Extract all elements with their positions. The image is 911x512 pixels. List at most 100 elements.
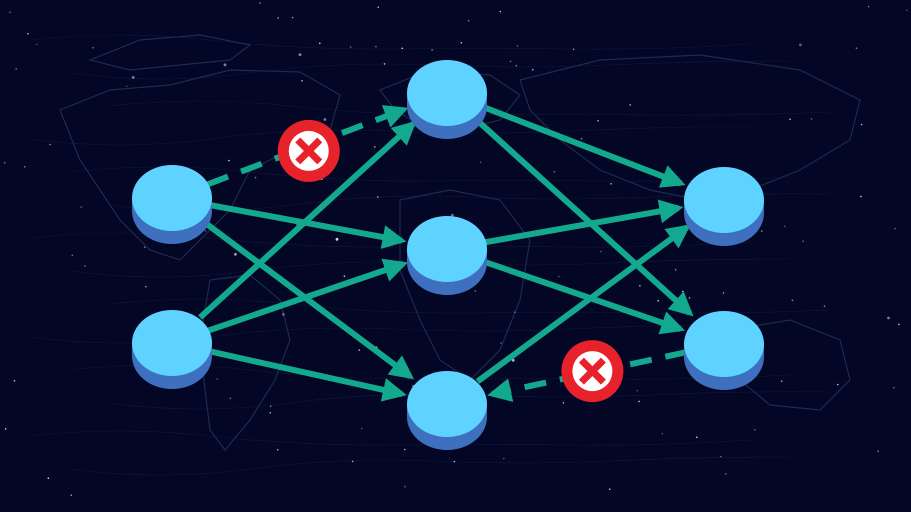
star — [837, 383, 839, 386]
star — [720, 455, 722, 458]
star — [467, 20, 470, 22]
star — [789, 118, 791, 121]
star — [725, 473, 727, 475]
star — [688, 297, 691, 299]
star — [27, 32, 29, 35]
dropout-marker-layer — [277, 119, 624, 403]
star — [515, 64, 518, 67]
circle-node-icon — [132, 165, 212, 231]
star — [374, 146, 376, 148]
star — [377, 6, 380, 9]
star — [404, 448, 406, 451]
star — [516, 45, 519, 47]
circle-node-icon — [407, 216, 487, 282]
node-layer — [132, 60, 764, 450]
star — [479, 161, 482, 164]
connection-layer — [198, 103, 694, 402]
star — [259, 2, 261, 4]
circle-node-icon — [684, 167, 764, 233]
star — [49, 143, 51, 146]
star — [319, 42, 321, 45]
star — [3, 162, 6, 164]
star — [335, 237, 339, 241]
node-out-2 — [684, 311, 764, 390]
star — [349, 46, 352, 48]
star — [229, 397, 232, 400]
star — [269, 405, 272, 408]
star — [92, 46, 94, 49]
star — [791, 299, 794, 302]
star — [383, 63, 386, 65]
connection-arrow — [206, 258, 409, 334]
star — [893, 386, 895, 389]
star — [254, 176, 257, 179]
star — [499, 10, 502, 13]
star — [80, 206, 82, 208]
star — [71, 254, 74, 257]
star — [562, 402, 565, 404]
star — [855, 47, 858, 49]
node-out-1 — [684, 167, 764, 246]
map-grid-line — [69, 456, 791, 476]
star — [511, 358, 515, 362]
star — [670, 173, 673, 175]
star — [4, 428, 7, 430]
star — [9, 11, 11, 13]
star — [860, 195, 862, 198]
star — [558, 275, 560, 278]
map-outline — [399, 189, 531, 381]
star — [905, 9, 908, 11]
star — [216, 378, 218, 380]
star — [360, 427, 363, 430]
star — [674, 269, 677, 271]
star — [223, 63, 227, 67]
star — [276, 449, 279, 451]
star — [681, 290, 684, 293]
node-in-1 — [132, 165, 212, 244]
star — [898, 323, 900, 326]
star — [696, 436, 698, 439]
star — [343, 275, 346, 278]
star — [810, 118, 813, 120]
star — [24, 166, 26, 168]
star — [431, 49, 433, 51]
star — [450, 213, 454, 217]
star — [503, 457, 505, 460]
star — [600, 250, 602, 253]
star — [298, 53, 302, 56]
connection-arrow — [475, 224, 691, 384]
star — [401, 47, 404, 50]
star — [228, 159, 230, 162]
star — [323, 118, 327, 121]
star — [802, 240, 804, 242]
star — [291, 16, 294, 19]
connection-arrow — [483, 199, 684, 246]
star — [301, 79, 303, 82]
star — [661, 432, 664, 435]
star — [351, 460, 354, 463]
star — [761, 230, 763, 232]
star — [610, 183, 612, 185]
map-grid-line — [29, 430, 751, 446]
star — [474, 290, 477, 292]
map-grid-line — [29, 34, 751, 50]
star — [143, 246, 146, 249]
star — [277, 17, 280, 19]
star — [887, 316, 890, 320]
star — [145, 285, 147, 288]
star — [580, 137, 583, 140]
star — [636, 389, 639, 392]
map-grid-line — [29, 125, 751, 146]
node-h-3 — [407, 371, 487, 450]
star — [784, 225, 786, 228]
star — [532, 68, 534, 71]
star — [47, 477, 50, 480]
node-h-1 — [407, 60, 487, 139]
cross-stroke — [295, 137, 323, 165]
connection-arrow — [208, 348, 407, 402]
star — [514, 311, 516, 314]
star — [629, 104, 631, 106]
star — [638, 400, 640, 403]
star — [70, 494, 73, 497]
node-h-2 — [407, 216, 487, 295]
